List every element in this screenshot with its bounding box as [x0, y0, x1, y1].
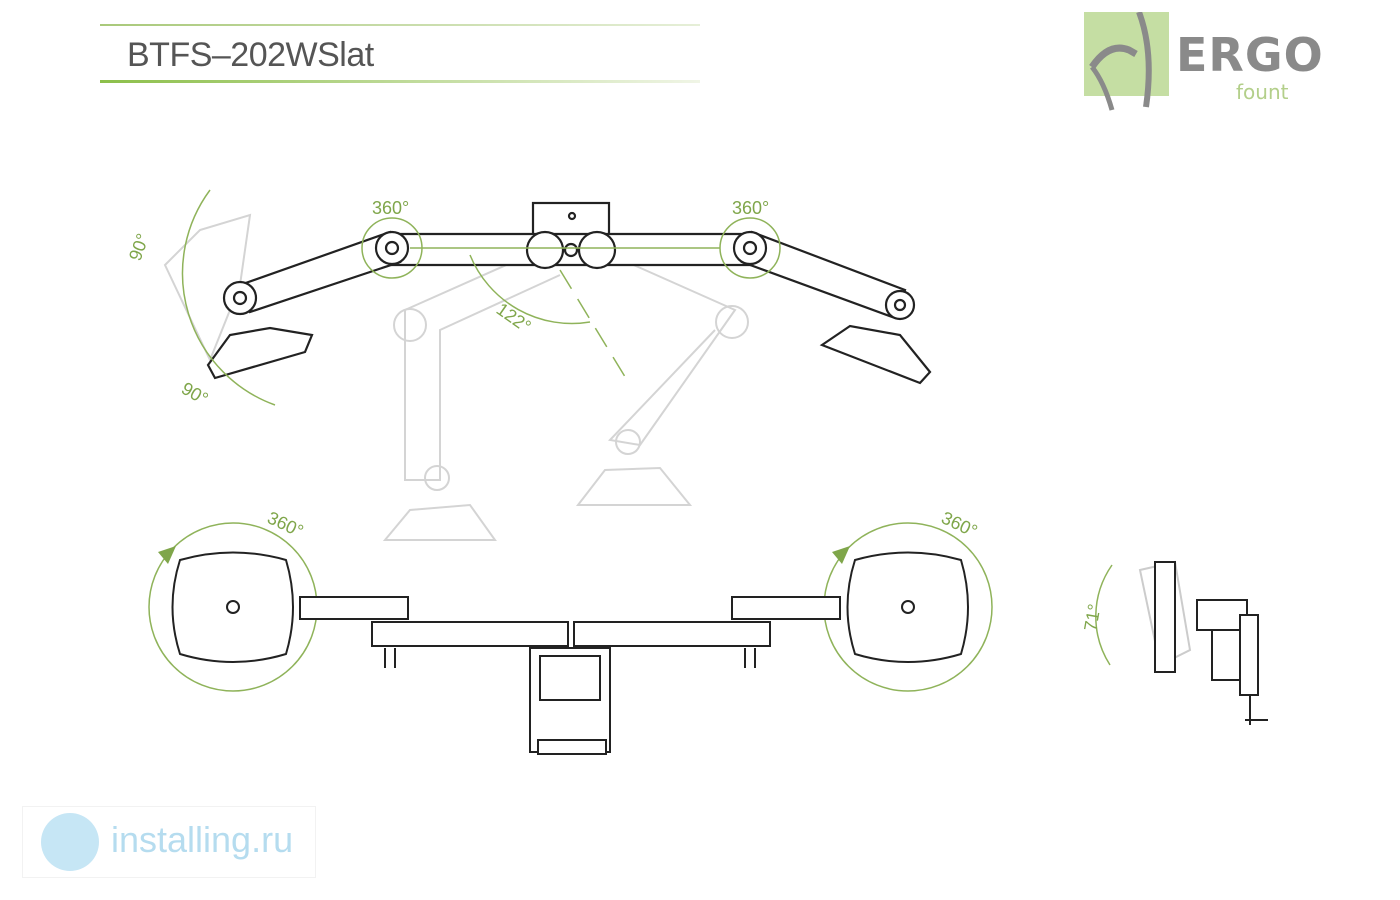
header-rule-top	[100, 24, 700, 26]
page-title: BTFS–202WSlat	[127, 36, 374, 74]
side-view	[1138, 560, 1268, 725]
header-rule-bottom	[100, 80, 700, 83]
arm-front-view	[171, 551, 969, 755]
label-swing: 122°	[493, 299, 535, 337]
label-tilt-down: 90°	[178, 378, 212, 409]
label-rot-right-plate: 360°	[938, 507, 980, 541]
rotation-arrow-icon	[158, 546, 176, 564]
watermark-logo-icon	[41, 813, 99, 871]
brand-logo: ERGO fount	[1084, 10, 1323, 111]
arm-top-view	[206, 201, 932, 385]
watermark: installing.ru	[22, 806, 316, 878]
logo-mark-icon	[1084, 10, 1169, 111]
logo-brand-text: ERGO	[1176, 28, 1324, 82]
rotation-arrow-icon	[832, 546, 850, 564]
watermark-text: installing.ru	[111, 819, 294, 860]
label-rot-right-arm: 360°	[732, 198, 769, 218]
label-tilt-up: 90°	[125, 231, 153, 263]
label-side-tilt: 71°	[1080, 602, 1104, 632]
label-rot-left-arm: 360°	[372, 198, 409, 218]
logo-sub-text: fount	[1236, 80, 1289, 104]
label-rot-left-plate: 360°	[264, 507, 306, 541]
